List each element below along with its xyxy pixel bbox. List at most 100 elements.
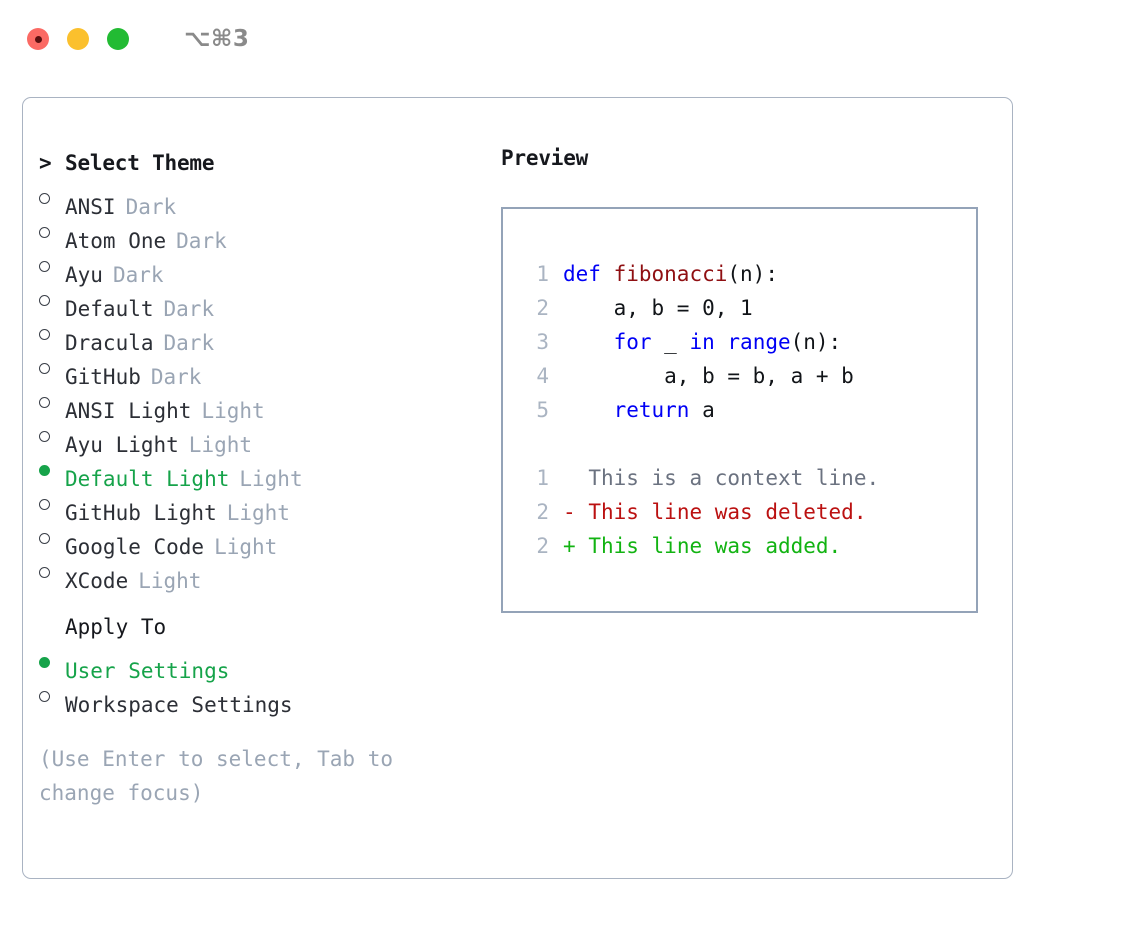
line-number: 1 xyxy=(536,466,549,490)
code-line: 3 for _ in range(n): xyxy=(519,325,970,359)
theme-name: Ayu Light xyxy=(65,433,179,457)
minimize-button[interactable] xyxy=(67,28,89,50)
theme-list-item[interactable]: Ayu Dark xyxy=(39,248,469,287)
theme-list-item[interactable]: ANSI Dark xyxy=(39,180,469,219)
code-token: a xyxy=(689,398,715,422)
theme-name: XCode xyxy=(65,569,129,593)
radio-unselected-icon[interactable] xyxy=(39,214,65,248)
theme-category: Dark xyxy=(125,195,177,219)
caret-icon: > xyxy=(39,151,52,175)
code-line-text: return a xyxy=(563,393,715,427)
theme-name: Dracula xyxy=(65,331,154,355)
theme-category: Light xyxy=(226,501,290,525)
theme-list-item[interactable]: Dracula Dark xyxy=(39,316,469,355)
radio-unselected-icon[interactable] xyxy=(39,486,65,520)
diff-line: 1 This is a context line. xyxy=(519,461,970,495)
line-number: 3 xyxy=(536,330,549,354)
code-token: def xyxy=(563,262,601,286)
apply-to-option-label: Workspace Settings xyxy=(65,693,293,717)
line-number: 2 xyxy=(536,534,549,558)
line-number: 4 xyxy=(536,364,549,388)
theme-name: Atom One xyxy=(65,229,167,253)
theme-category: Dark xyxy=(112,263,164,287)
close-button[interactable] xyxy=(27,28,49,50)
apply-to-option[interactable]: User Settings xyxy=(39,644,469,683)
theme-category: Dark xyxy=(176,229,227,253)
code-line-text: a, b = b, a + b xyxy=(563,359,854,393)
diff-spacer xyxy=(576,461,589,495)
theme-name: Default xyxy=(65,297,154,321)
diff-sign xyxy=(563,461,576,495)
theme-name: Google Code xyxy=(65,535,205,559)
line-number: 5 xyxy=(536,398,549,422)
maximize-button[interactable] xyxy=(107,28,129,50)
radio-unselected-icon[interactable] xyxy=(39,282,65,316)
theme-category: Light xyxy=(214,535,278,559)
diff-spacer xyxy=(576,529,589,563)
radio-unselected-icon[interactable] xyxy=(39,248,65,282)
radio-selected-icon[interactable] xyxy=(39,452,65,486)
title-bar: ⌥⌘3 xyxy=(0,0,1140,78)
spacer xyxy=(519,427,970,461)
radio-unselected-icon[interactable] xyxy=(39,554,65,588)
theme-list-item[interactable]: ANSI Light Light xyxy=(39,384,469,423)
diff-sign: + xyxy=(563,534,576,558)
theme-name: ANSI xyxy=(65,195,116,219)
diff-line-text: This line was added. xyxy=(588,534,842,558)
radio-unselected-icon[interactable] xyxy=(39,520,65,554)
code-line: 4 a, b = b, a + b xyxy=(519,359,970,393)
theme-list-item[interactable]: XCode Light xyxy=(39,554,469,593)
theme-category: Light xyxy=(188,433,253,457)
code-token xyxy=(715,330,728,354)
radio-unselected-icon[interactable] xyxy=(39,384,65,418)
theme-name: Ayu xyxy=(65,263,103,287)
theme-list-item[interactable]: Ayu Light Light xyxy=(39,418,469,457)
theme-category: Dark xyxy=(163,331,215,355)
keyboard-hint-text: (Use Enter to select, Tab to change focu… xyxy=(39,747,394,805)
theme-name: GitHub Light xyxy=(65,501,217,525)
code-token xyxy=(563,398,614,422)
apply-to-title: Apply To xyxy=(65,615,167,639)
apply-to-option[interactable]: Workspace Settings xyxy=(39,678,469,717)
preview-title: Preview xyxy=(501,146,589,170)
theme-list-item[interactable]: GitHub Light Light xyxy=(39,486,469,525)
theme-picker-header: > Select Theme xyxy=(39,146,469,180)
traffic-light-group xyxy=(27,28,129,50)
line-number: 2 xyxy=(536,296,549,320)
code-token: in xyxy=(689,330,715,354)
line-number: 2 xyxy=(536,500,549,524)
theme-list-item[interactable]: Atom One Dark xyxy=(39,214,469,253)
code-line-text: def fibonacci(n): xyxy=(563,257,778,291)
diff-line-text: This is a context line. xyxy=(588,466,880,490)
radio-unselected-icon[interactable] xyxy=(39,316,65,350)
theme-category: Light xyxy=(138,569,202,593)
code-token: _ xyxy=(651,330,690,354)
theme-name: ANSI Light xyxy=(65,399,192,423)
code-token: (n): xyxy=(727,262,778,286)
code-token xyxy=(563,330,614,354)
radio-unselected-icon[interactable] xyxy=(39,180,65,214)
theme-name: GitHub xyxy=(65,365,141,389)
code-token xyxy=(601,262,614,286)
radio-unselected-icon[interactable] xyxy=(39,678,65,712)
code-line: 2 a, b = 0, 1 xyxy=(519,291,970,325)
code-token: a, b = b, a + b xyxy=(563,364,854,388)
code-token: fibonacci xyxy=(613,262,728,286)
radio-unselected-icon[interactable] xyxy=(39,418,65,452)
theme-category: Light xyxy=(201,399,265,423)
code-line-text: for _ in range(n): xyxy=(563,325,842,359)
theme-list-item[interactable]: Google Code Light xyxy=(39,520,469,559)
radio-selected-icon[interactable] xyxy=(39,644,65,678)
radio-unselected-icon[interactable] xyxy=(39,350,65,384)
diff-line-text: This line was deleted. xyxy=(588,500,867,524)
